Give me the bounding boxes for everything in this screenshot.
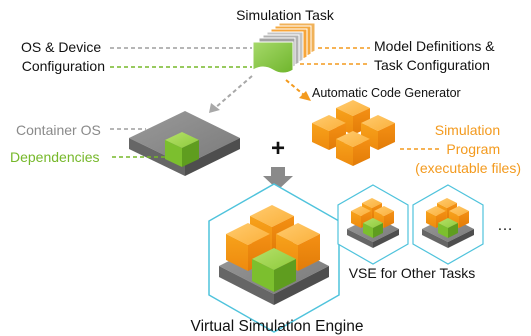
container-os-label: Container OS — [16, 122, 101, 138]
plus-sign: + — [271, 135, 285, 162]
os-device-config-label: OS & Device Configuration — [21, 39, 105, 74]
arrow-to-container-os — [209, 75, 253, 113]
simulation-task-label: Simulation Task — [236, 7, 335, 23]
simulation-program-line3: (executable files) — [415, 160, 521, 176]
simulation-program-cubes — [312, 100, 395, 166]
virtual-simulation-engine-graphic — [208, 183, 340, 333]
simulation-program-label: Simulation Program (executable files) — [415, 122, 521, 176]
os-device-config-line1: OS & Device — [21, 39, 101, 55]
simulation-program-line2: Program — [446, 141, 500, 157]
simulation-task-document-stack — [252, 22, 316, 74]
dependencies-label: Dependencies — [10, 149, 100, 165]
vse-other-tasks-label: VSE for Other Tasks — [349, 265, 476, 281]
model-definitions-label: Model Definitions & Task Configuration — [374, 38, 499, 73]
dependencies-green-cube — [165, 132, 199, 167]
model-definitions-line2: Task Configuration — [374, 57, 490, 73]
automatic-code-generator-label: Automatic Code Generator — [312, 86, 461, 100]
virtual-simulation-engine-label: Virtual Simulation Engine — [191, 318, 364, 335]
model-definitions-line1: Model Definitions & — [374, 38, 495, 54]
down-arrow — [263, 167, 293, 190]
os-device-config-line2: Configuration — [22, 58, 105, 74]
vse-other-task-2 — [412, 184, 484, 265]
simulation-program-line1: Simulation — [435, 122, 500, 138]
vse-other-task-1 — [337, 184, 409, 265]
arrow-to-code-generator — [285, 79, 311, 101]
ellipsis: … — [497, 217, 513, 234]
